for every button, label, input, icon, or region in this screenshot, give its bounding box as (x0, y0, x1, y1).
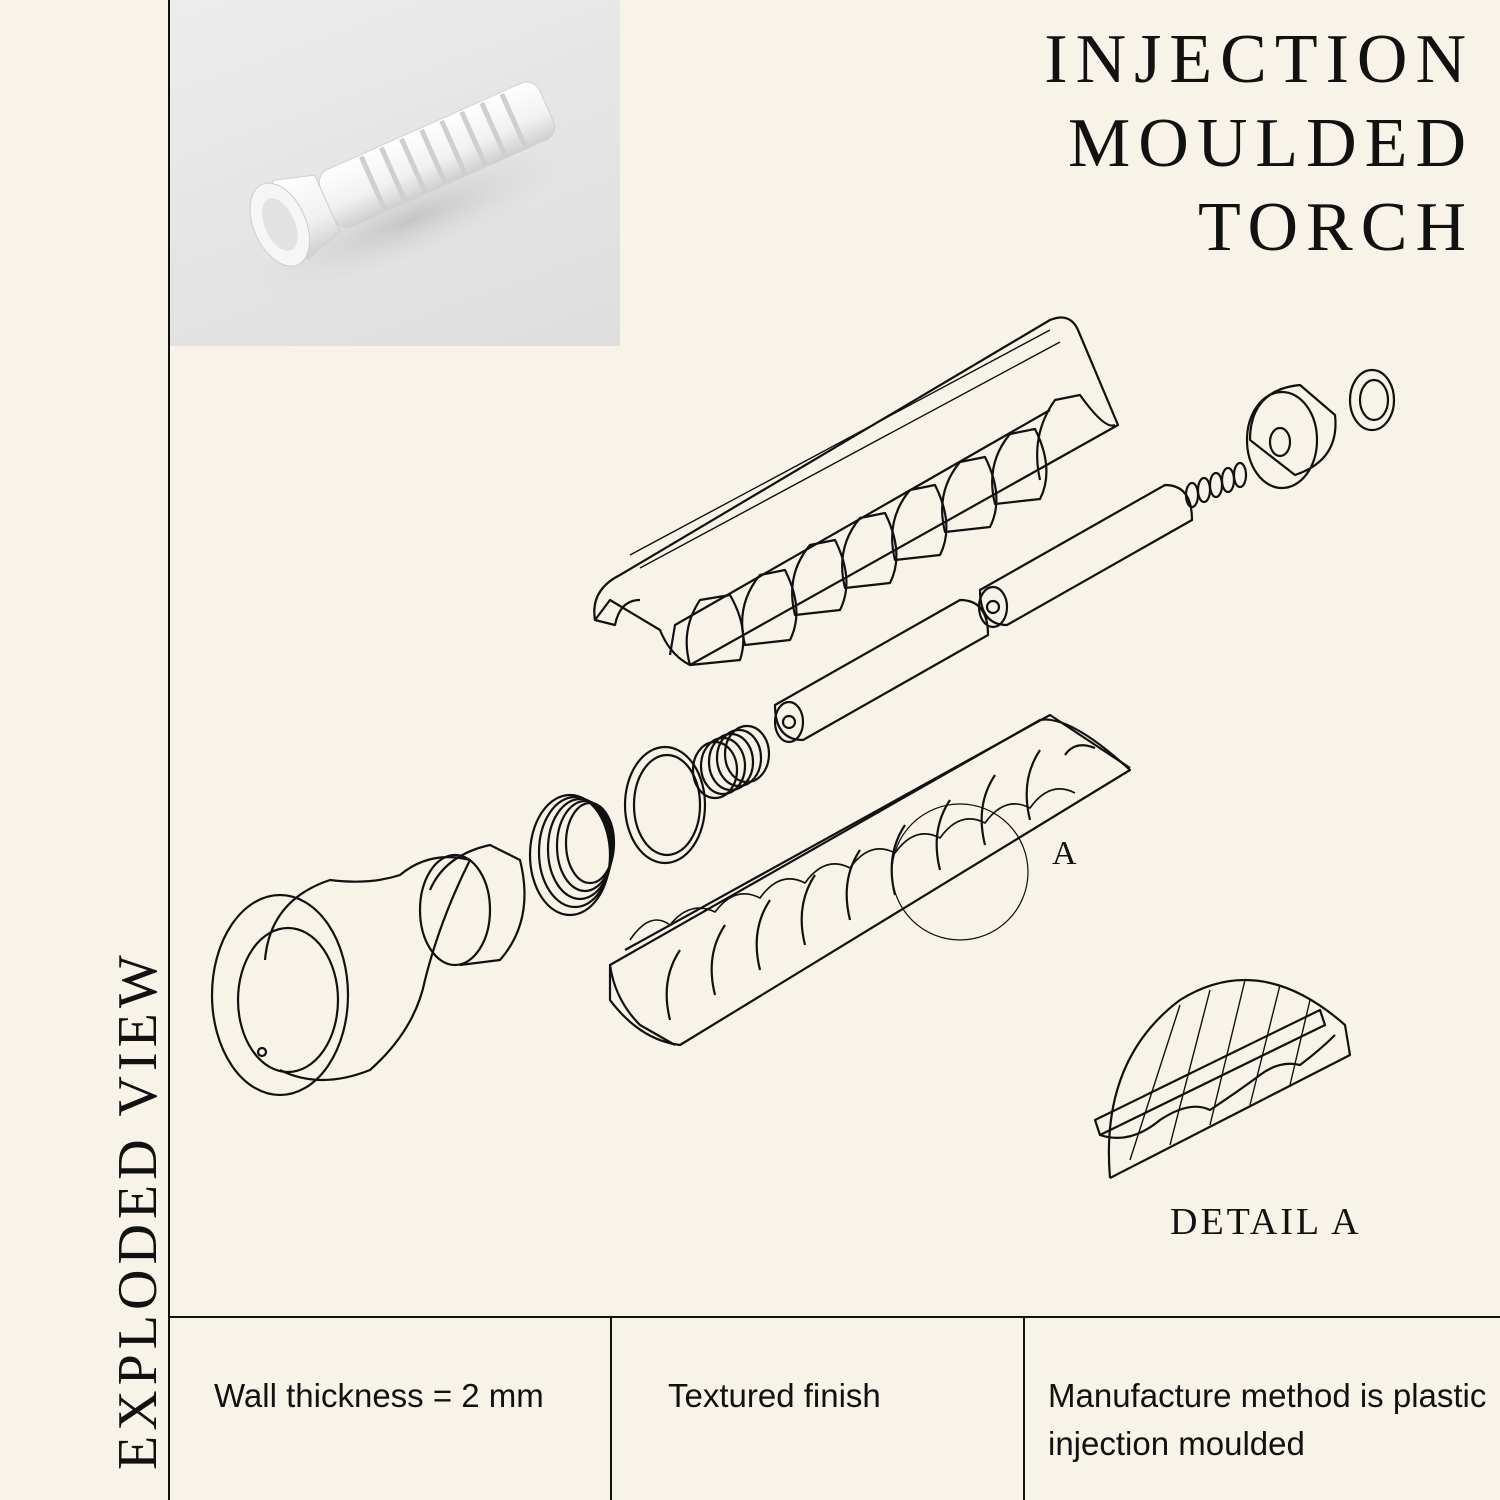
spec-wall-thickness: Wall thickness = 2 mm (214, 1377, 544, 1414)
title-line-2: MOULDED (1068, 105, 1474, 182)
battery-1 (773, 598, 990, 744)
detail-caption: DETAIL A (1170, 1201, 1362, 1243)
title-line-1: INJECTION (1044, 21, 1474, 98)
end-cap (1245, 383, 1337, 490)
torch-render-image (170, 0, 620, 346)
torch-head (210, 856, 472, 1097)
side-label: EXPLODED VIEW (107, 950, 169, 1470)
small-spring-top (1184, 461, 1248, 509)
detail-callout-label: A (1052, 835, 1077, 872)
title-line-3: TORCH (1198, 189, 1474, 266)
upper-housing-part (593, 316, 1120, 667)
end-ring (1348, 368, 1396, 432)
small-spring (691, 724, 771, 800)
lower-housing-part (608, 713, 1132, 1047)
page-title: INJECTION MOULDED TORCH (1044, 18, 1474, 270)
detail-callout-circle (891, 803, 1029, 941)
o-ring (623, 745, 707, 865)
spec-divider-1 (610, 1316, 612, 1500)
large-spring (528, 793, 616, 917)
spec-divider-2 (1023, 1316, 1025, 1500)
spec-manufacture-method: Manufacture method is plastic injection … (1048, 1377, 1487, 1462)
detail-a-view (1093, 979, 1352, 1179)
exploded-view-drawing (210, 316, 1396, 1179)
lens-disc (418, 843, 526, 967)
bottom-frame-line (168, 1316, 1500, 1318)
spec-finish: Textured finish (668, 1377, 881, 1414)
battery-2 (977, 483, 1194, 629)
vertical-frame-line (168, 0, 170, 1500)
